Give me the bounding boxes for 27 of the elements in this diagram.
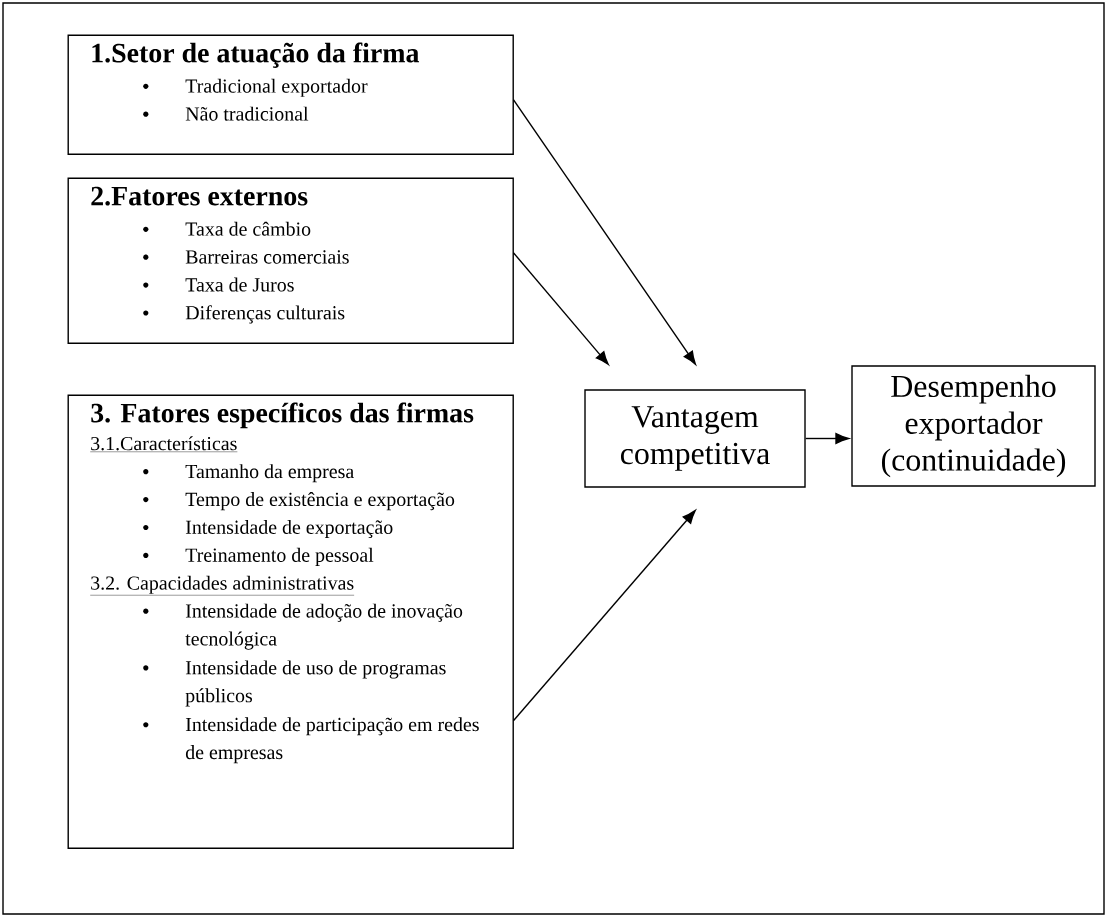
factor-box — [67, 177, 514, 344]
list-item: Taxa de câmbio — [185, 221, 311, 236]
list-item: Intensidade de exportação — [185, 519, 393, 539]
box-heading: 3. Fatores específicos das firmas — [91, 402, 474, 429]
subheading: 3.1.Características — [90, 436, 238, 452]
list-item: Intensidade de participação em redes de empresas — [185, 717, 479, 764]
arrow — [512, 510, 696, 722]
list-item: Barreiras comerciais — [185, 250, 349, 264]
list-item: Intensidade de uso de programas públicos — [185, 660, 446, 707]
list-item: Treinamento de pessoal — [185, 547, 374, 566]
list-item: Tempo de existência e exportação — [185, 492, 455, 511]
list-item: Tamanho da empresa — [185, 464, 354, 483]
arrow — [512, 99, 697, 365]
list-item: Intensidade de adoção de inovação tecnológica — [185, 603, 463, 650]
list-item: Tradicional exportador — [185, 78, 368, 97]
subheading: 3.2. Capacidades administrativas — [90, 575, 355, 596]
process-box: Vantagem competitiva — [584, 389, 806, 488]
box-heading: 2.Fatores externos — [91, 186, 308, 206]
box-heading: 1.Setor de atuação da firma — [92, 42, 419, 68]
factor-box — [67, 34, 514, 155]
arrow — [512, 252, 609, 365]
list-item: Diferenças culturais — [185, 305, 345, 324]
process-box: Desempenho exportador (continuidade) — [851, 365, 1096, 487]
list-item: Taxa de Juros — [185, 277, 294, 292]
list-item: Não tradicional — [185, 106, 309, 121]
factor-box — [67, 394, 514, 849]
arrow — [805, 433, 850, 444]
